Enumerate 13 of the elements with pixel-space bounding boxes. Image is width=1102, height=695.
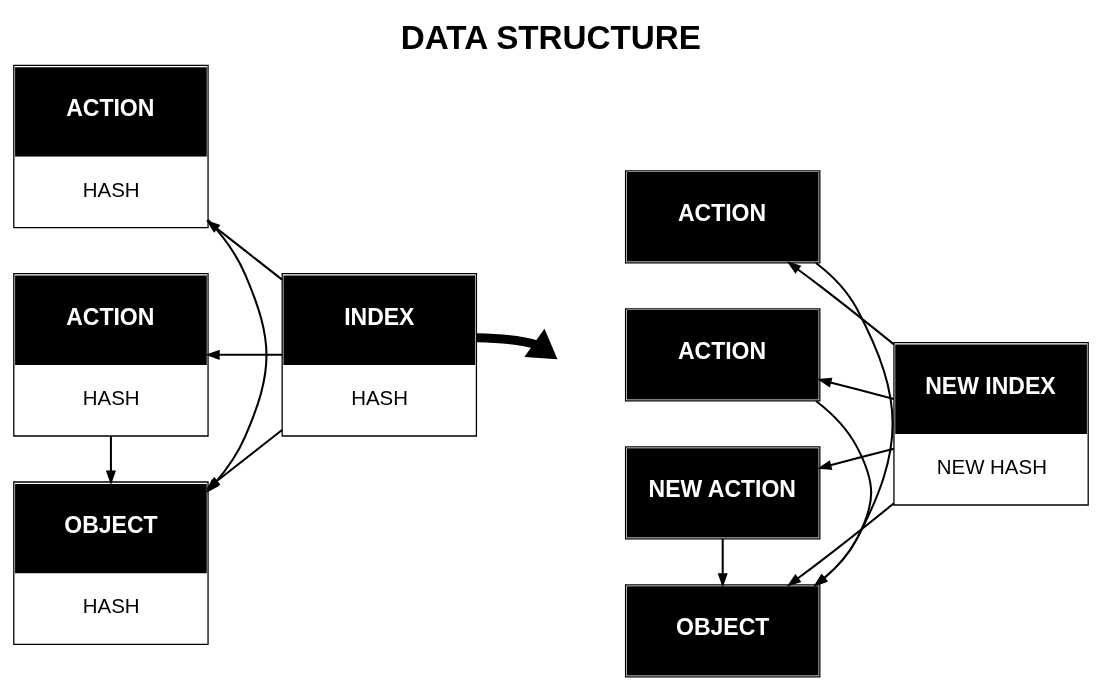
arrow (205, 349, 283, 360)
arrow (476, 328, 558, 360)
arrow (817, 447, 895, 470)
arrow (813, 400, 873, 587)
arrow (717, 539, 728, 588)
arrow (813, 262, 894, 587)
diagram-title: DATA STRUCTURE (400, 18, 702, 56)
arrow (206, 220, 283, 281)
arrow (105, 436, 116, 485)
arrow (786, 261, 895, 346)
arrow (817, 377, 895, 400)
arrow (206, 429, 283, 490)
arrow (786, 502, 895, 587)
